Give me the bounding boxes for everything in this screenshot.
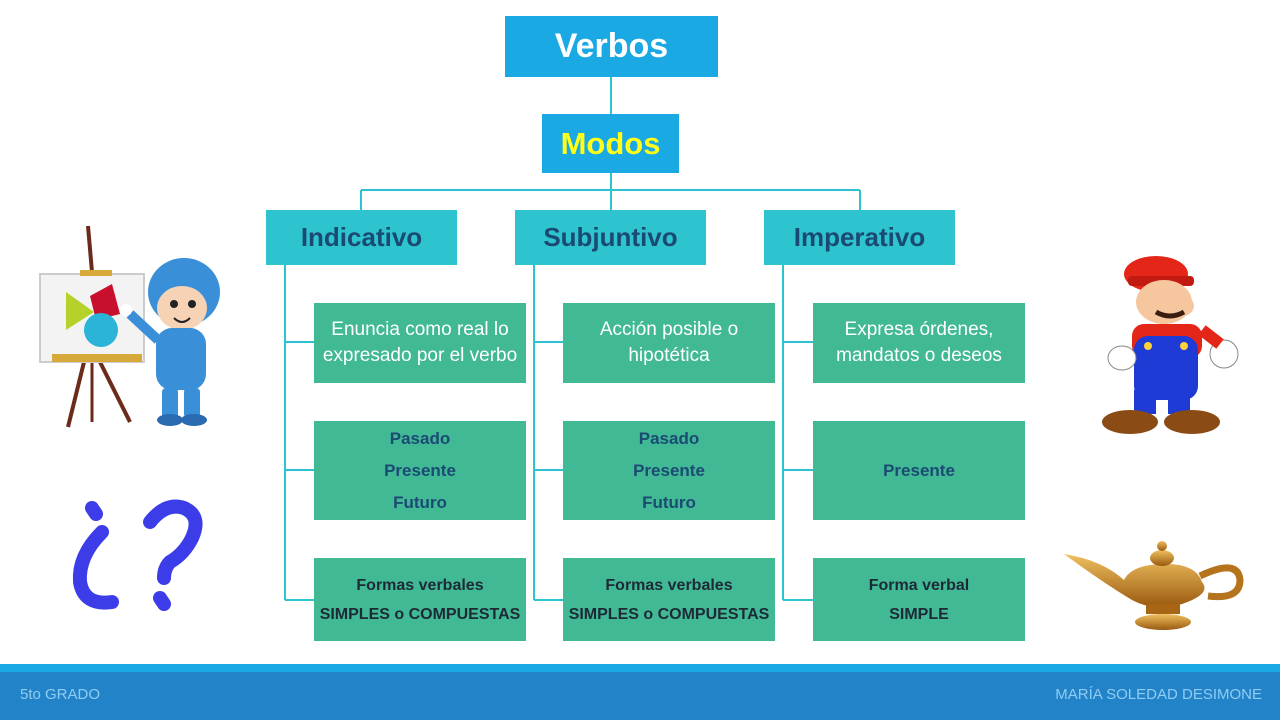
modos-node: Modos bbox=[542, 114, 679, 173]
tense-presente: Presente bbox=[384, 460, 456, 480]
title-text: Verbos bbox=[554, 27, 669, 65]
mode-name: Subjuntivo bbox=[543, 222, 678, 252]
forms-label: Formas verbales bbox=[605, 576, 733, 594]
mode-indicativo: Indicativo bbox=[266, 210, 457, 265]
mode-imperativo: Imperativo bbox=[764, 210, 955, 265]
forms-type: SIMPLE bbox=[889, 605, 949, 623]
tense-pasado: Pasado bbox=[389, 428, 451, 448]
tense-futuro: Futuro bbox=[642, 492, 696, 512]
modos-text: Modos bbox=[560, 125, 661, 161]
forms-label: Formas verbales bbox=[356, 576, 484, 594]
footer-accent-strip bbox=[0, 664, 1280, 672]
footer-grade: 5to GRADO bbox=[20, 686, 101, 703]
description-text: Enuncia como real lo expresado por el ve… bbox=[322, 319, 518, 366]
indicativo-forms: Formas verbales SIMPLES o COMPUESTAS bbox=[314, 558, 526, 641]
imperativo-description: Expresa órdenes, mandatos o deseos bbox=[813, 303, 1025, 383]
subjuntivo-tenses: Pasado Presente Futuro bbox=[563, 421, 775, 520]
mode-name: Indicativo bbox=[300, 222, 423, 252]
diagram-title: Verbos bbox=[505, 16, 718, 77]
tense-presente: Presente bbox=[633, 460, 705, 480]
mario-icon bbox=[1102, 256, 1239, 434]
pocoyo-painter-icon bbox=[39, 225, 220, 428]
subjuntivo-description: Acción posible o hipotética bbox=[563, 303, 775, 383]
tense-futuro: Futuro bbox=[393, 492, 447, 512]
mode-name: Imperativo bbox=[793, 222, 926, 252]
subjuntivo-forms: Formas verbales SIMPLES o COMPUESTAS bbox=[563, 558, 775, 641]
tense-pasado: Pasado bbox=[638, 428, 700, 448]
question-marks-icon bbox=[72, 499, 203, 611]
footer-author: MARÍA SOLEDAD DESIMONE bbox=[1055, 686, 1262, 703]
imperativo-tenses: Presente bbox=[813, 421, 1025, 520]
footer-bar bbox=[0, 672, 1280, 720]
forms-type: SIMPLES o COMPUESTAS bbox=[319, 605, 521, 623]
forms-type: SIMPLES o COMPUESTAS bbox=[568, 605, 770, 623]
imperativo-forms: Forma verbal SIMPLE bbox=[813, 558, 1025, 641]
description-text: Expresa órdenes, mandatos o deseos bbox=[836, 319, 1002, 366]
mode-subjuntivo: Subjuntivo bbox=[515, 210, 706, 265]
tense-presente: Presente bbox=[883, 460, 955, 480]
indicativo-tenses: Pasado Presente Futuro bbox=[314, 421, 526, 520]
magic-lamp-icon bbox=[1064, 541, 1244, 630]
forms-label: Forma verbal bbox=[868, 576, 970, 594]
indicativo-description: Enuncia como real lo expresado por el ve… bbox=[314, 303, 526, 383]
description-text: Acción posible o hipotética bbox=[599, 319, 739, 366]
